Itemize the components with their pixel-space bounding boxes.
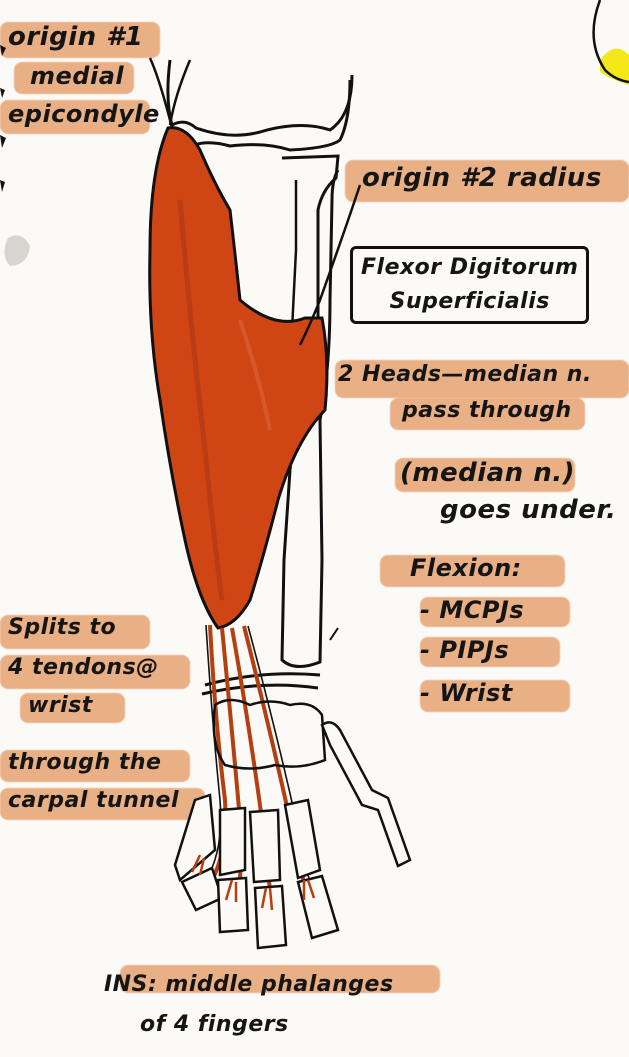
origin1-epicondyle: epicondyle (8, 100, 160, 128)
edge-mark-2 (0, 88, 5, 98)
muscle-name-line2: Superficialis (361, 285, 578, 319)
elbow-joint (186, 80, 350, 150)
median-line2: goes under. (440, 495, 616, 525)
ulna-bone (292, 180, 296, 330)
phalanx-2 (218, 878, 248, 932)
pointer-epicondyle (170, 60, 190, 125)
metacarpal-2 (220, 808, 245, 875)
origin2-label: origin #2 radius (362, 163, 602, 193)
muscle-name-box: Flexor Digitorum Superficialis (350, 246, 589, 324)
small-tick (330, 628, 338, 640)
muscle-name-line1: Flexor Digitorum (361, 251, 578, 285)
flexion-item-pipjs: - PIPJs (420, 636, 509, 664)
insertion-line1: INS: middle phalanges (104, 972, 394, 997)
origin1-medial: medial (30, 62, 124, 90)
humerus-bone (168, 60, 352, 135)
heads-line2: pass through (402, 398, 572, 423)
metacarpal-4 (285, 800, 320, 878)
carpal-line1: through the (8, 750, 161, 775)
carpal-line2: carpal tunnel (8, 788, 179, 813)
edge-mark-1 (0, 45, 6, 56)
heads-line1: 2 Heads—median n. (338, 362, 592, 387)
insertion-line2: of 4 fingers (140, 1012, 289, 1037)
edge-mark-4 (0, 180, 5, 192)
splits-line3: wrist (28, 693, 93, 718)
flexion-title: Flexion: (410, 554, 522, 582)
flexion-item-mcpjs: - MCPJs (420, 596, 524, 624)
smudge-mark (4, 235, 30, 266)
flexion-item-wrist: - Wrist (420, 679, 513, 707)
edge-mark-3 (0, 135, 6, 148)
metacarpal-3 (250, 810, 280, 882)
splits-line1: Splits to (8, 615, 116, 640)
origin1-label: origin #1 (8, 22, 143, 52)
median-line1: (median n.) (400, 458, 575, 488)
splits-line2: 4 tendons@ (8, 655, 159, 680)
thumb-bones (322, 722, 410, 866)
